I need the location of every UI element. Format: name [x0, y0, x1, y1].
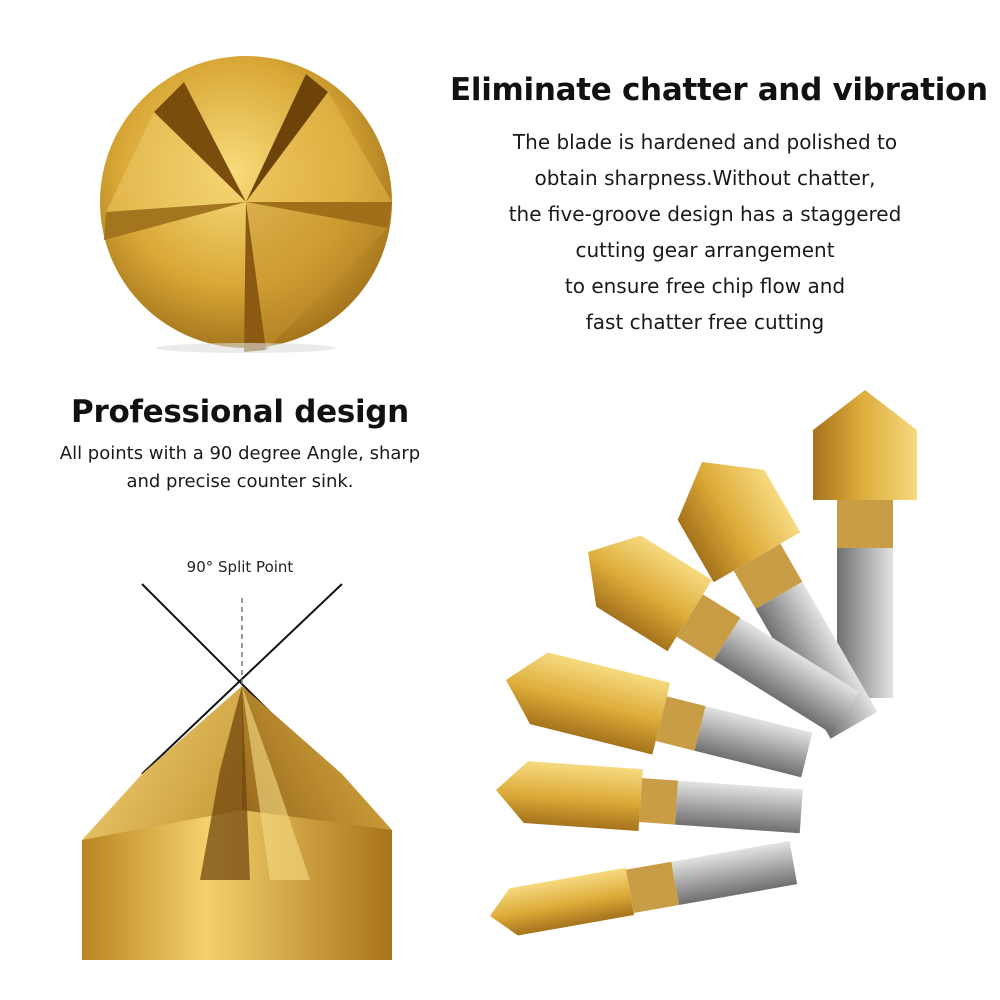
- description-line: fast chatter free cutting: [585, 310, 825, 334]
- description-line: to ensure free chip flow and: [564, 274, 846, 298]
- description-line: the five-groove design has a staggered: [508, 202, 902, 226]
- section-one-description: The blade is hardened and polished to ob…: [450, 124, 960, 340]
- split-point-diagram: [82, 583, 392, 960]
- description-line: All points with a 90 degree Angle, sharp: [59, 443, 421, 464]
- countersink-bit: [588, 535, 860, 735]
- description-line: cutting gear arrangement: [575, 238, 835, 262]
- section-two-description: All points with a 90 degree Angle, sharp…: [30, 440, 450, 496]
- countersink-bit: [813, 390, 917, 698]
- countersink-bit-set-image: [490, 390, 917, 936]
- section-two-heading: Professional design: [71, 394, 409, 430]
- countersink-front-view-image: [100, 56, 392, 353]
- countersink-bit: [490, 840, 798, 936]
- split-point-label: 90° Split Point: [186, 558, 294, 576]
- description-line: and precise counter sink.: [126, 471, 354, 492]
- countersink-bit: [506, 652, 813, 778]
- countersink-bit: [496, 761, 803, 834]
- section-one-heading: Eliminate chatter and vibration: [450, 72, 988, 108]
- description-line: The blade is hardened and polished to: [512, 130, 898, 154]
- description-line: obtain sharpness.Without chatter,: [534, 166, 876, 190]
